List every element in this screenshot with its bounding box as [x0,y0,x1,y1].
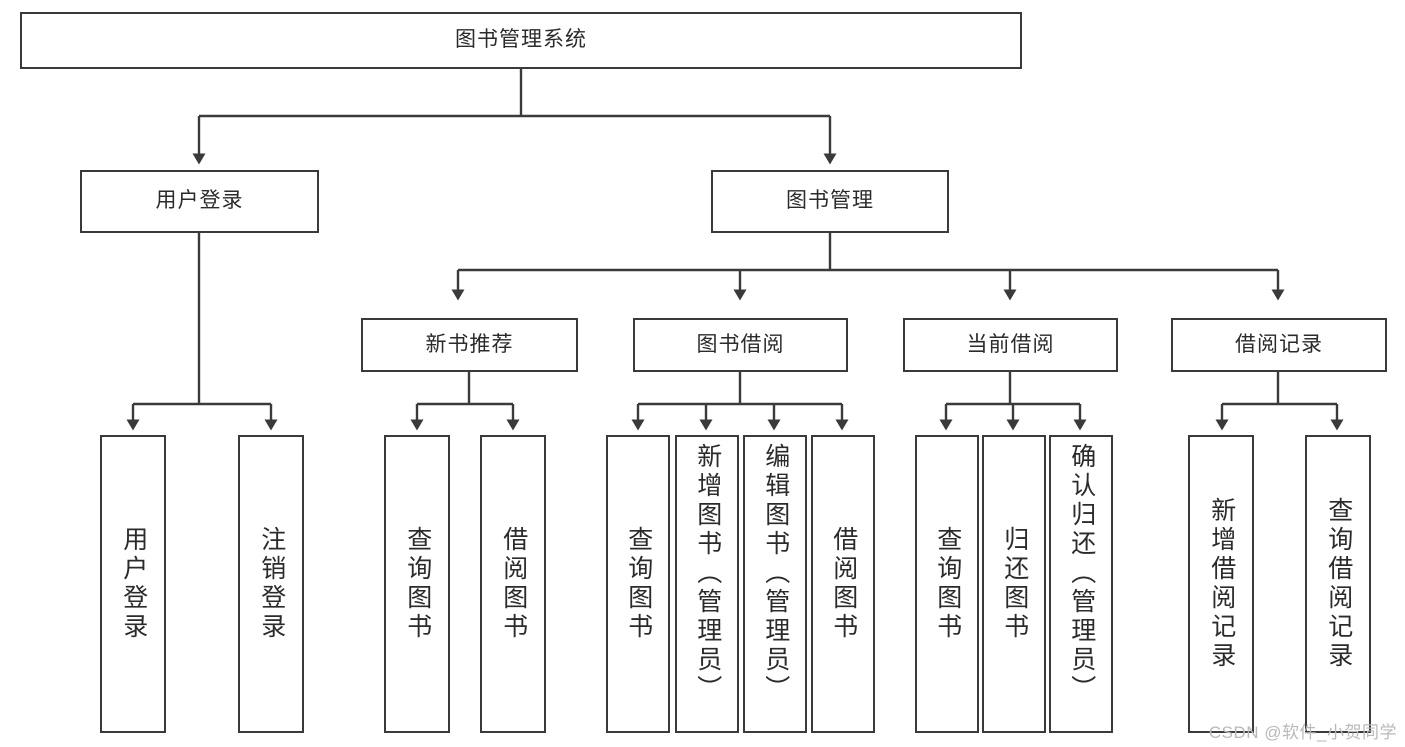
node-label: 用户登录 [119,526,148,642]
node-user-login[interactable]: 用户登录 [80,170,319,233]
node-new-book-recommendation[interactable]: 新书推荐 [361,318,578,372]
node-label: 查询借阅记录 [1324,497,1353,671]
node-current-borrowing[interactable]: 当前借阅 [903,318,1118,372]
node-label: 借阅图书 [829,526,858,642]
leaf-borrow-add-book-admin[interactable]: 新增图书（管理员） [675,435,739,733]
node-label: 查询图书 [624,526,653,642]
leaf-user-login-login[interactable]: 用户登录 [100,435,166,733]
node-book-management[interactable]: 图书管理 [711,170,949,233]
leaf-record-query-record[interactable]: 查询借阅记录 [1305,435,1371,733]
node-label: 用户登录 [155,189,244,213]
node-label: 新书推荐 [425,332,514,356]
node-label: 图书借阅 [696,332,785,356]
node-label: 当前借阅 [966,332,1055,356]
node-label: 查询图书 [933,526,962,642]
leaf-current-confirm-return-admin[interactable]: 确认归还（管理员） [1049,435,1113,733]
node-book-borrowing[interactable]: 图书借阅 [633,318,848,372]
node-label: 归还图书 [1000,526,1029,642]
node-label: 借阅记录 [1235,332,1323,356]
leaf-borrow-edit-book-admin[interactable]: 编辑图书（管理员） [743,435,807,733]
node-label: 注销登录 [257,526,286,642]
leaf-new-book-query[interactable]: 查询图书 [384,435,450,733]
watermark-text: CSDN @软件_小贺同学 [1208,723,1397,742]
leaf-new-book-borrow[interactable]: 借阅图书 [480,435,546,733]
node-label: 图书管理 [786,189,874,213]
node-label: 图书管理系统 [455,28,587,52]
leaf-borrow-borrow-book[interactable]: 借阅图书 [811,435,875,733]
leaf-borrow-query-book[interactable]: 查询图书 [606,435,670,733]
node-label: 确认归还（管理员） [1067,443,1096,704]
node-label: 借阅图书 [499,526,528,642]
leaf-current-return-book[interactable]: 归还图书 [982,435,1046,733]
node-label: 新增借阅记录 [1207,497,1236,671]
node-label: 新增图书（管理员） [693,443,722,704]
node-borrowing-record[interactable]: 借阅记录 [1171,318,1387,372]
leaf-record-add-record[interactable]: 新增借阅记录 [1188,435,1254,733]
node-book-management-system[interactable]: 图书管理系统 [20,12,1022,69]
node-label: 编辑图书（管理员） [761,443,790,704]
node-label: 查询图书 [403,526,432,642]
leaf-user-login-logout[interactable]: 注销登录 [238,435,304,733]
leaf-current-query-book[interactable]: 查询图书 [915,435,979,733]
